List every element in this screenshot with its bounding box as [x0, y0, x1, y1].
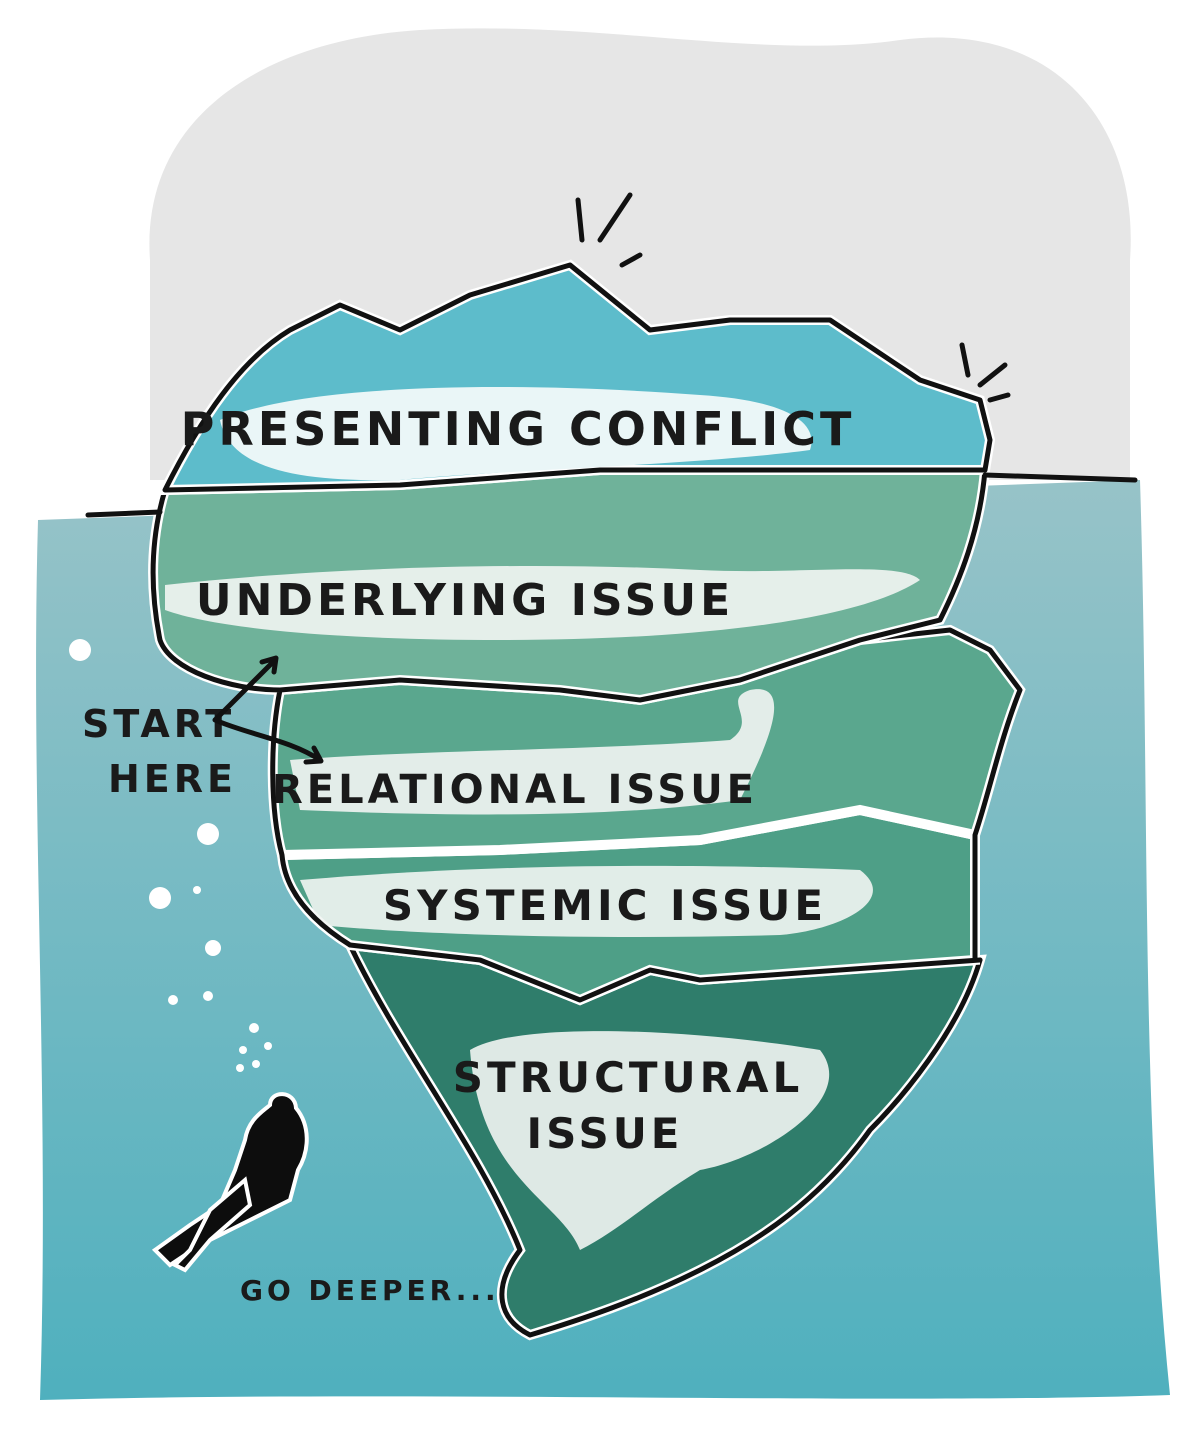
go-deeper-text: GO DEEPER... — [240, 1274, 500, 1307]
systemic-highlight — [300, 865, 873, 937]
structural-highlight — [470, 1031, 830, 1250]
presenting-highlight — [220, 387, 812, 481]
relational-highlight — [290, 689, 775, 815]
start-here-line2: HERE — [108, 757, 237, 801]
arrow-icon — [212, 655, 324, 765]
label-structural: STRUCTURAL — [453, 1053, 804, 1102]
waterline — [85, 472, 1138, 518]
diver-icon — [151, 1092, 309, 1273]
label-systemic-issue: SYSTEMIC ISSUE — [383, 881, 827, 930]
label-issue: ISSUE — [526, 1109, 683, 1158]
label-presenting-conflict: PRESENTING CONFLICT — [181, 402, 856, 456]
sparkle-right — [959, 342, 1011, 403]
underlying-highlight — [165, 565, 920, 640]
start-here-line1: START — [82, 702, 235, 746]
sparkle-top — [575, 192, 643, 268]
label-relational-issue: RELATIONAL ISSUE — [272, 767, 758, 813]
label-underlying-issue: UNDERLYING ISSUE — [196, 575, 734, 626]
bubbles — [69, 639, 272, 1072]
